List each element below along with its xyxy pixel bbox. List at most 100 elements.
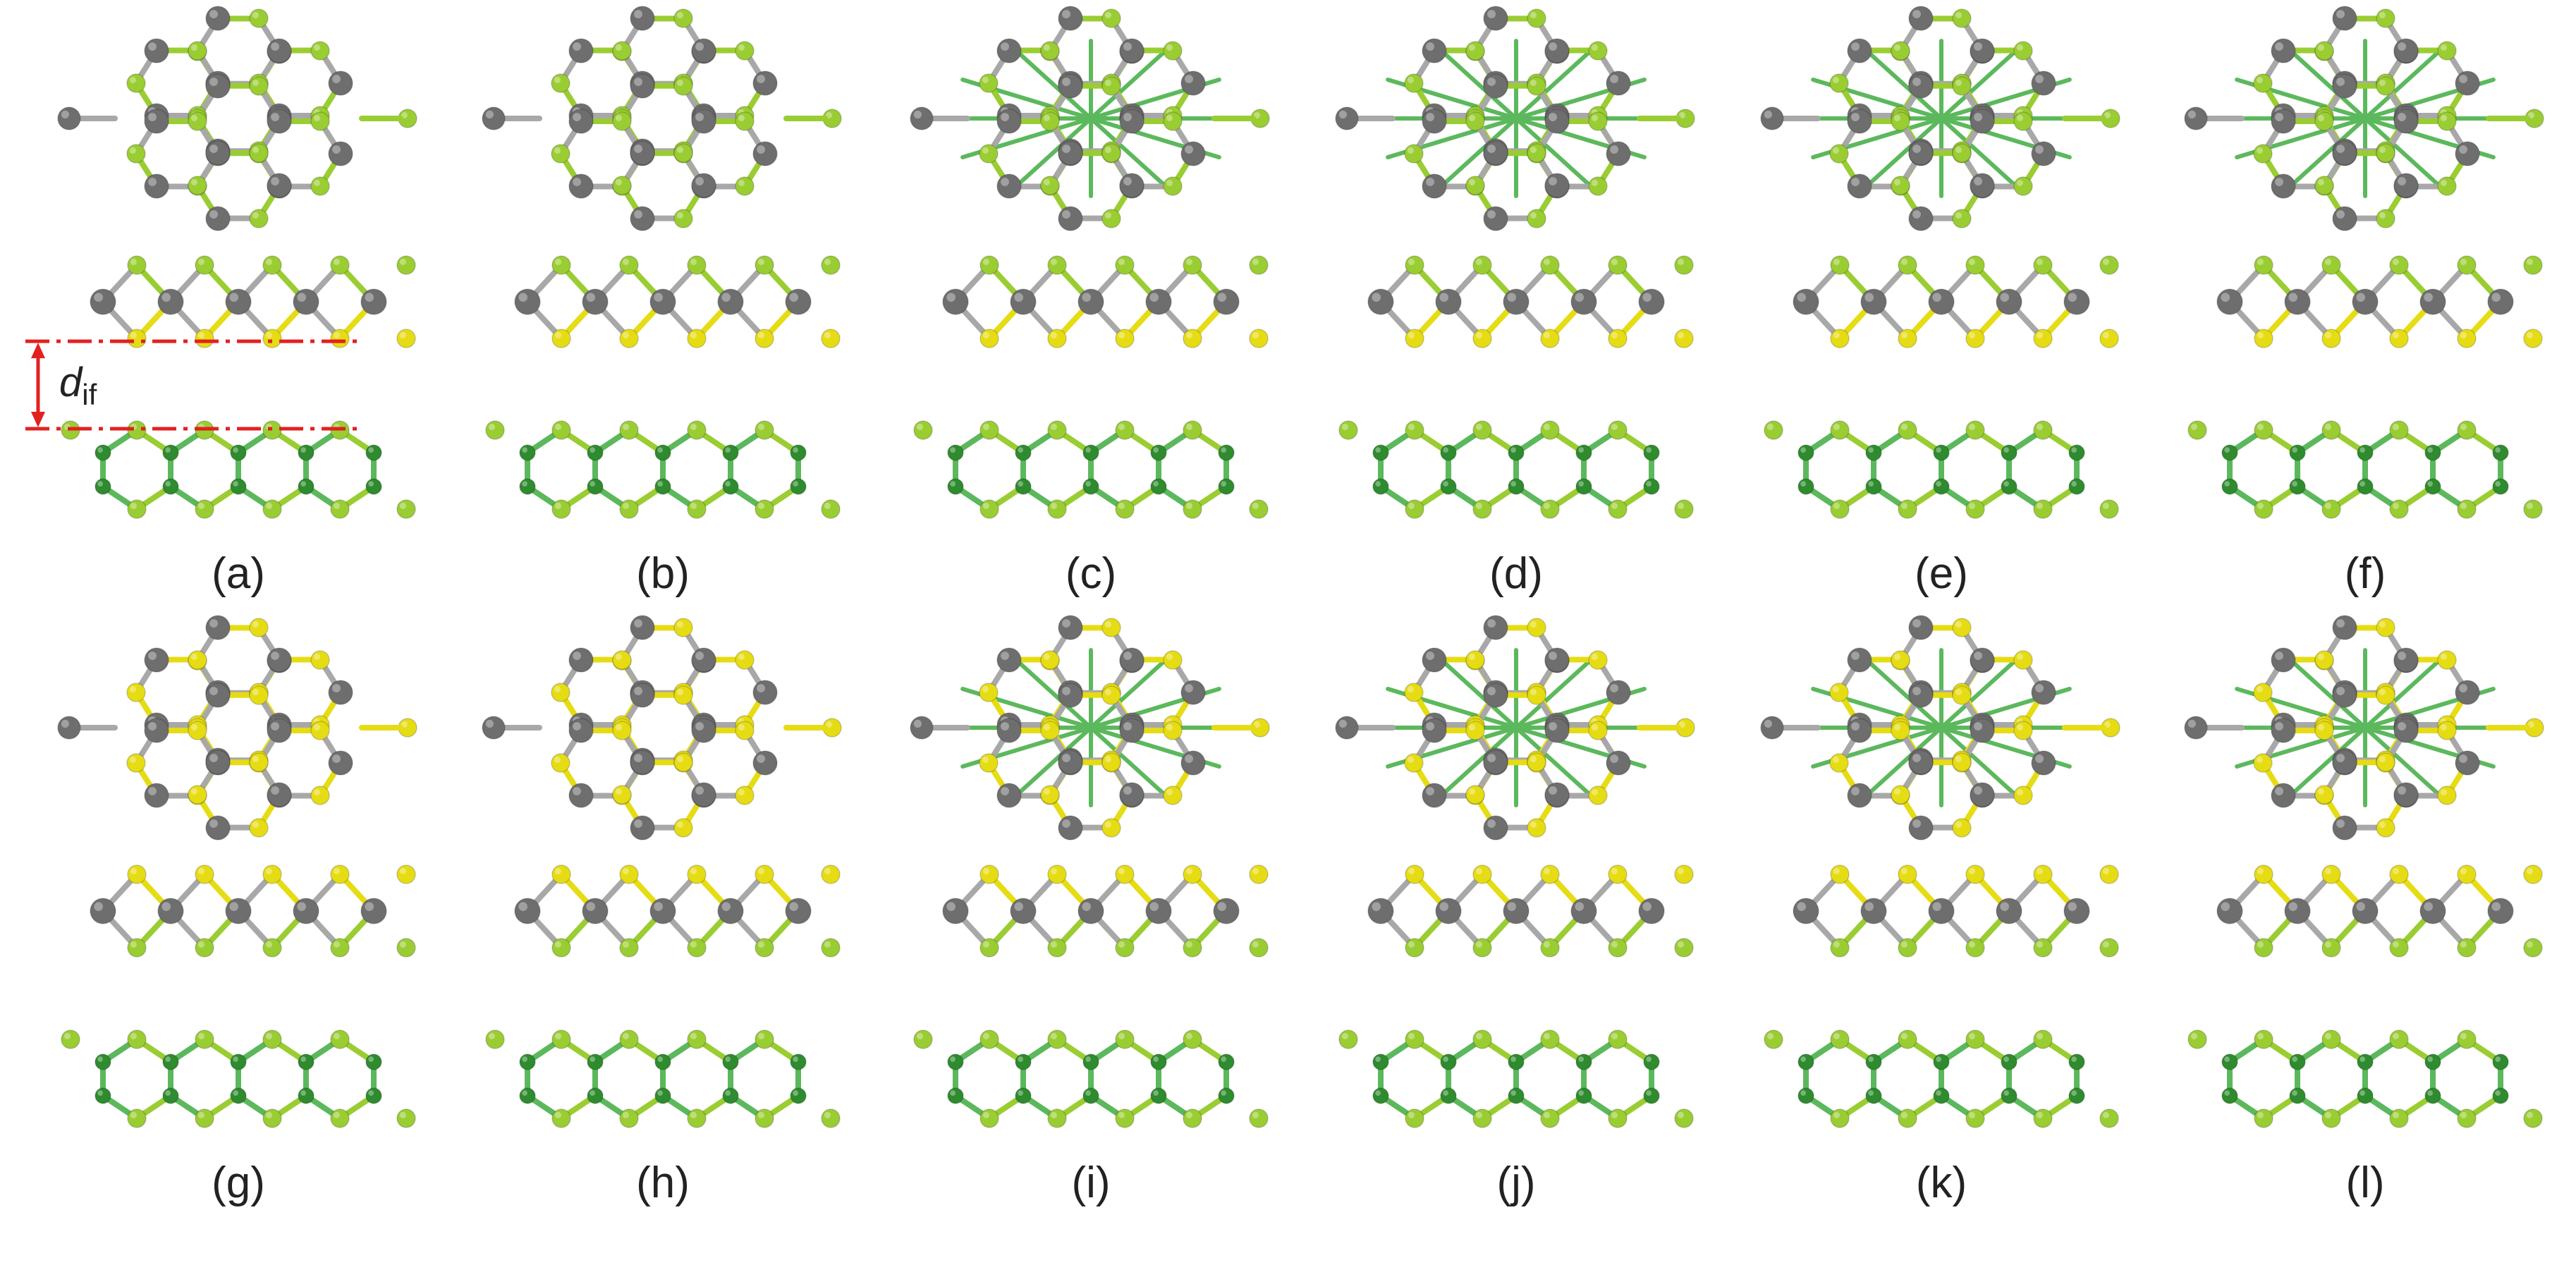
metal-atom-highlight <box>2275 722 2283 731</box>
substrate-light-atom-highlight <box>622 423 629 430</box>
substrate-light-atom-highlight <box>1833 423 1840 430</box>
substrate-dark-atom <box>790 444 807 461</box>
metal-atom <box>1544 718 1570 743</box>
substrate-dark-atom-highlight <box>233 1090 238 1096</box>
metal-atom-highlight <box>271 652 279 660</box>
metal-atom <box>1422 173 1447 199</box>
chalcogen-atom-highlight <box>129 76 136 83</box>
substrate-dark-atom-highlight <box>793 1090 798 1096</box>
panel-label: (d) <box>1489 549 1543 598</box>
edge-metal-atom-highlight <box>61 719 69 728</box>
chalcogen-atom-highlight <box>2379 755 2386 762</box>
metal-atom-highlight <box>2424 902 2433 911</box>
side-view-top-layer <box>90 864 416 958</box>
metal-atom-highlight <box>271 722 279 731</box>
metal-atom-highlight <box>757 754 766 764</box>
substrate-light-atom <box>755 1029 774 1049</box>
chalcogen-atom-highlight <box>615 723 622 731</box>
substrate-dark-atom-highlight <box>1868 481 1874 487</box>
chalcogen-atom <box>1101 818 1121 838</box>
metal-atom <box>1483 73 1508 99</box>
lower-chalcogen-atom <box>755 329 774 348</box>
metal-atom <box>1058 750 1083 775</box>
metal-atom <box>1908 206 1934 231</box>
metal-atom-highlight <box>209 210 218 219</box>
metal-atom <box>1422 647 1447 673</box>
upper-chalcogen-atom-highlight <box>554 258 561 266</box>
substrate-light-atom-highlight <box>265 1111 273 1118</box>
chalcogen-atom <box>1404 73 1424 93</box>
metal-atom-highlight <box>1864 293 1874 302</box>
edge-chalcogen-atom <box>2099 864 2119 884</box>
metal-atom-highlight <box>271 786 279 795</box>
metal-atom-highlight <box>1912 819 1921 829</box>
substrate-dark-atom <box>298 1053 315 1070</box>
metal-atom <box>942 898 969 924</box>
chalcogen-atom-highlight <box>1104 79 1111 86</box>
panel-d: (d) <box>1335 6 1695 598</box>
chalcogen-atom <box>1527 752 1546 772</box>
metal-atom-highlight <box>1123 113 1133 121</box>
upper-chalcogen-atom <box>330 255 350 275</box>
substrate-light-atom-highlight <box>1900 1032 1907 1039</box>
edge-metal-atom-highlight <box>485 719 494 728</box>
lower-chalcogen-atom-highlight <box>2392 941 2399 948</box>
chalcogen-atom-highlight <box>2016 653 2023 660</box>
edge-chalcogen-atom <box>2523 864 2543 884</box>
metal-atom-highlight <box>757 684 766 692</box>
metal-atom-highlight <box>2398 722 2406 731</box>
edge-chalcogen-atom-highlight <box>2102 331 2109 339</box>
metal-atom-highlight <box>2459 754 2467 764</box>
substrate-light-atom-highlight <box>1543 1032 1550 1039</box>
upper-chalcogen-atom <box>1608 864 1628 884</box>
edge-chalcogen-atom-highlight <box>1677 331 1684 339</box>
metal-atom-highlight <box>94 293 103 302</box>
side-view-substrate <box>61 420 416 519</box>
bond <box>1514 726 1592 798</box>
substrate-dark-atom <box>790 478 807 495</box>
substrate-dark-atom-highlight <box>165 481 171 487</box>
lower-chalcogen-atom <box>1898 329 1917 348</box>
upper-chalcogen-atom <box>979 255 999 275</box>
substrate-dark-atom <box>1218 1053 1235 1070</box>
substrate-dark-atom-highlight <box>368 1056 374 1062</box>
lower-chalcogen-atom <box>1115 938 1135 958</box>
substrate-light-atom <box>1405 420 1424 440</box>
metal-atom-highlight <box>573 722 581 731</box>
dif-symbol: d <box>59 360 83 405</box>
substrate-light-atom <box>687 1029 707 1049</box>
chalcogen-atom-highlight <box>1893 788 1900 795</box>
metal-atom <box>2031 141 2056 166</box>
bond <box>2289 49 2367 121</box>
substrate-light-atom-highlight <box>197 502 205 509</box>
chalcogen-atom <box>2013 786 2033 805</box>
substrate-light-atom <box>330 1029 350 1049</box>
substrate-dark-atom-highlight <box>1085 1056 1091 1062</box>
metal-atom-highlight <box>2459 684 2467 692</box>
substrate-dark-atom <box>365 444 382 461</box>
substrate-dark-atom <box>587 478 604 495</box>
chalcogen-atom-highlight <box>313 723 321 731</box>
substrate-edge-atom-highlight <box>1341 423 1348 430</box>
substrate-dark-atom-highlight <box>97 447 103 453</box>
chalcogen-atom-highlight <box>1955 212 1962 219</box>
top-view <box>1335 6 1695 231</box>
substrate-dark-atom <box>2068 1087 2085 1104</box>
metal-atom-highlight <box>2275 178 2283 186</box>
substrate-dark-atom-highlight <box>233 481 238 487</box>
substrate-light-atom <box>1115 1108 1135 1128</box>
top-view <box>2184 615 2544 841</box>
substrate-light-atom-highlight <box>1408 423 1415 430</box>
substrate-dark-atom-highlight <box>1018 1090 1023 1096</box>
substrate-light-atom <box>1405 1029 1424 1049</box>
substrate-dark-atom <box>790 1087 807 1104</box>
upper-chalcogen-atom-highlight <box>1543 867 1550 874</box>
chalcogen-atom-highlight <box>1104 621 1111 628</box>
substrate-light-atom-highlight <box>554 502 561 509</box>
lower-chalcogen-atom <box>1830 329 1850 348</box>
edge-chalcogen-atom-highlight <box>1252 941 1259 948</box>
chalcogen-atom <box>1891 721 1910 740</box>
substrate-light-atom-highlight <box>757 502 764 509</box>
lower-chalcogen-atom-highlight <box>333 941 341 948</box>
substrate-dark-atom-highlight <box>1018 1056 1023 1062</box>
